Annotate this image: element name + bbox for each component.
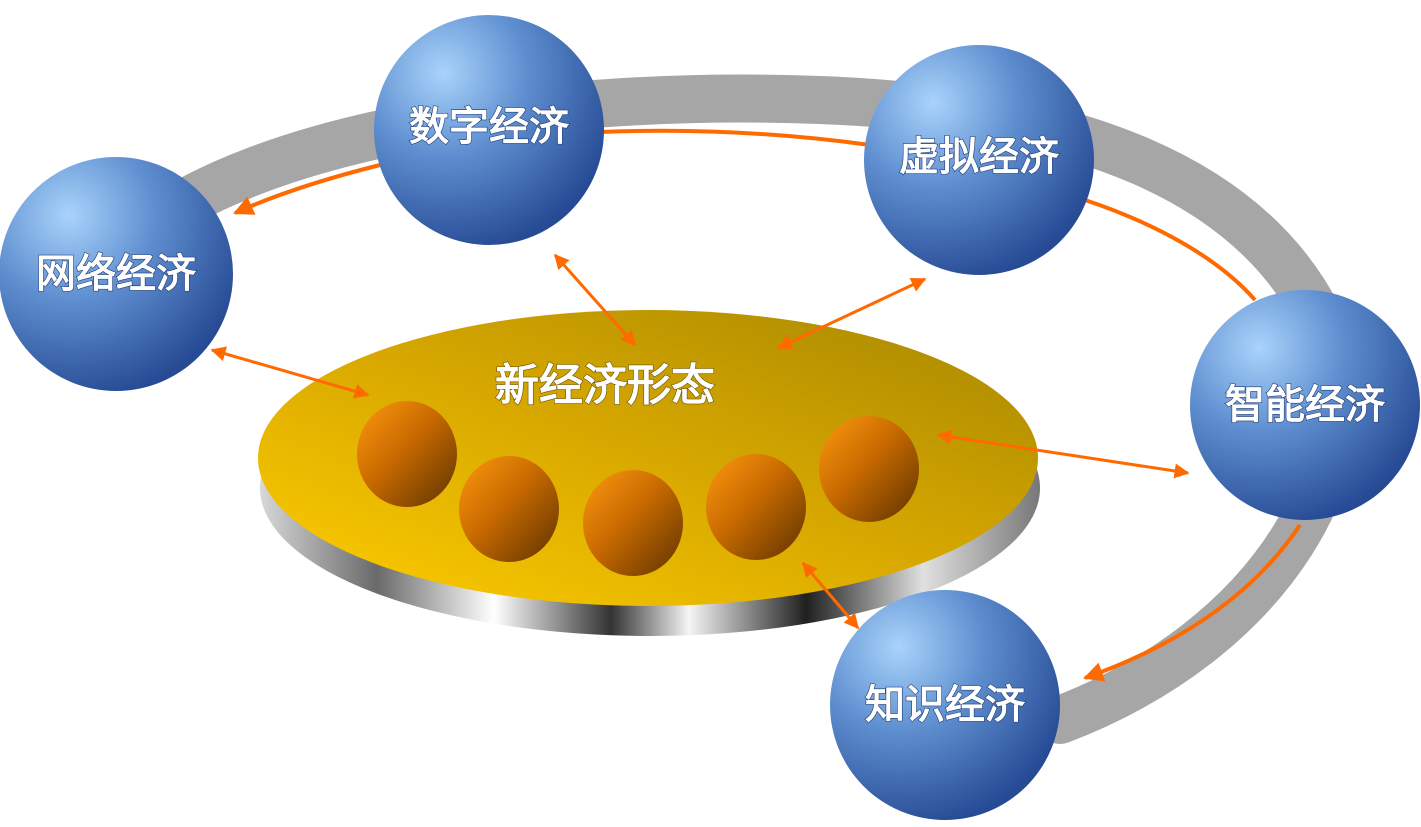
platform-balls xyxy=(357,401,919,576)
node-label: 智能经济 xyxy=(1225,382,1386,428)
node-zhishi: 知识经济 xyxy=(830,590,1060,820)
node-label: 知识经济 xyxy=(865,682,1026,728)
node-label: 网络经济 xyxy=(36,251,197,297)
node-wangluo: 网络经济 xyxy=(0,157,233,391)
center-label: 新经济形态 xyxy=(495,360,715,411)
node-label: 虚拟经济 xyxy=(899,134,1060,180)
connector-arrows xyxy=(210,253,1190,630)
platform-ball xyxy=(819,416,919,522)
platform-ball xyxy=(357,401,457,507)
node-shuzi: 数字经济 xyxy=(374,15,604,245)
platform-ball xyxy=(459,456,559,562)
node-label: 数字经济 xyxy=(409,104,570,150)
node-zhineng: 智能经济 xyxy=(1190,290,1420,520)
platform-ball xyxy=(706,454,806,560)
node-xuni: 虚拟经济 xyxy=(864,45,1094,275)
platform-ball xyxy=(583,470,683,576)
orbit-arrows xyxy=(233,128,1302,682)
